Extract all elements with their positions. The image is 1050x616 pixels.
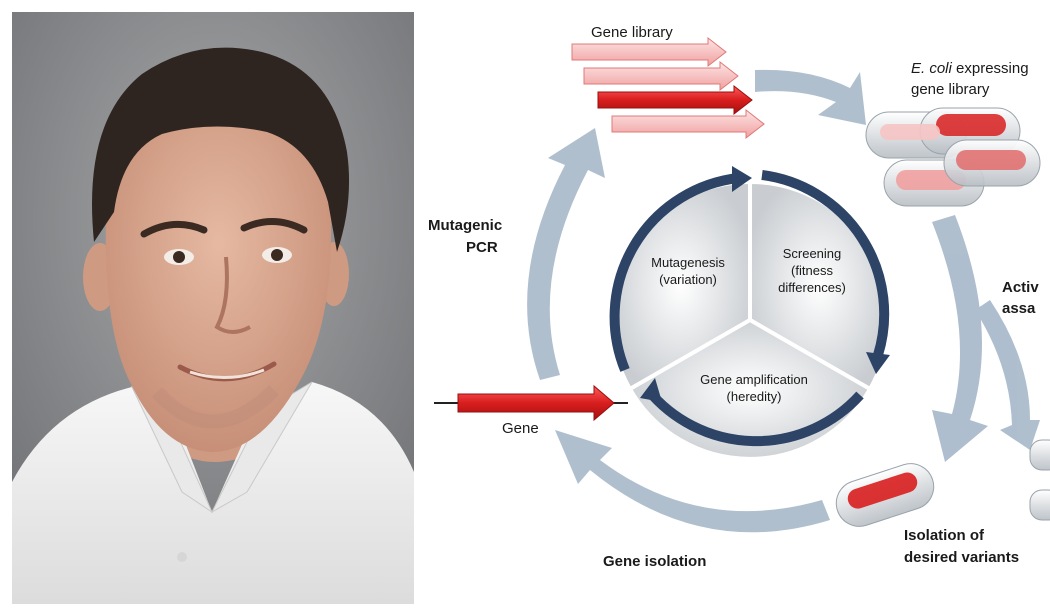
mutagenesis-sub: (variation) [659, 272, 717, 287]
isolated-variant-cell [835, 439, 1050, 527]
isolation-label-2: desired variants [904, 549, 1019, 566]
mutagenic-pcr-label-2: PCR [466, 239, 498, 256]
screening-sub-2: differences) [778, 280, 846, 295]
directed-evolution-diagram: Mutagenesis (variation) Screening (fitne… [414, 0, 1050, 616]
gene-library-arrows [571, 36, 765, 140]
inner-arrowheads [640, 166, 890, 402]
isolation-label-1: Isolation of [904, 527, 985, 544]
ecoli-label: E. coli expressing [911, 60, 1029, 77]
screening-sub-1: (fitness [791, 263, 833, 278]
amplification-sub: (heredity) [727, 389, 782, 404]
mutagenesis-label: Mutagenesis [651, 255, 725, 270]
gene-label: Gene [502, 420, 539, 437]
ecoli-label-2: gene library [911, 81, 990, 98]
outer-cycle-arrows [527, 69, 1040, 533]
inner-navy-arrows [609, 170, 890, 447]
gene-isolation-label: Gene isolation [603, 553, 706, 570]
gene-library-label: Gene library [591, 24, 673, 41]
activity-assay-label-1: Activ [1002, 279, 1039, 296]
amplification-label: Gene amplification [700, 372, 808, 387]
mutagenic-pcr-label-1: Mutagenic [428, 217, 502, 234]
portrait-photo [12, 12, 414, 604]
activity-assay-label-2: assa [1002, 300, 1036, 317]
ecoli-cells [865, 107, 1041, 207]
inner-labels: Mutagenesis (variation) Screening (fitne… [651, 246, 846, 404]
screening-label: Screening [783, 246, 842, 261]
gene-arrow [434, 384, 628, 422]
